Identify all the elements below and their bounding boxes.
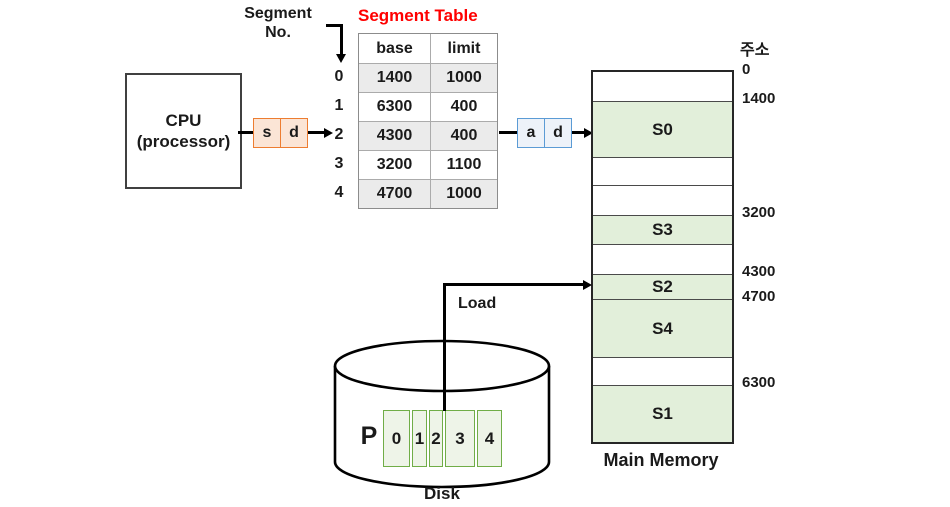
segment-table-row: 1400 1000 <box>359 63 497 92</box>
segment-table-header: base limit <box>359 34 497 63</box>
segment-table-row: 4700 1000 <box>359 179 497 208</box>
memory-free-region <box>593 157 732 185</box>
logical-address-register: s d <box>253 118 308 148</box>
cpu-label-line1: CPU <box>165 111 202 130</box>
disk-segment-cell: 2 <box>429 410 443 467</box>
memory-free-region <box>593 185 732 215</box>
physical-address-register: a d <box>517 118 572 148</box>
segment-table-row: 3200 1100 <box>359 150 497 179</box>
segment-no-line2: No. <box>265 24 291 41</box>
load-arrow-vertical <box>443 283 446 411</box>
segment-table: base limit 1400 1000 6300 400 4300 400 3200 110… <box>358 33 498 209</box>
memory-address-label: 4300 <box>742 263 776 280</box>
memory-segment-s4: S4 <box>593 299 732 357</box>
segment-table-base-cell: 3200 <box>359 151 431 179</box>
segment-table-row-index: 1 <box>334 96 344 114</box>
memory-segment-s3: S3 <box>593 215 732 244</box>
table-to-ad-line <box>499 131 517 134</box>
segment-table-row-index: 3 <box>334 154 344 172</box>
segment-table-limit-cell: 1000 <box>446 69 482 86</box>
segment-table-limit-cell: 400 <box>450 98 478 115</box>
segment-table-row-index: 4 <box>334 183 344 201</box>
memory-address-label: 1400 <box>742 90 776 107</box>
segment-no-arrowhead-icon <box>336 54 346 63</box>
segment-no-line1: Segment <box>244 5 312 22</box>
physical-address-d-cell: d <box>544 119 571 147</box>
memory-address-label: 6300 <box>742 374 776 391</box>
memory-segment-s1: S1 <box>593 385 732 442</box>
segment-table-title: Segment Table <box>358 6 478 25</box>
disk-caption: Disk <box>424 484 460 503</box>
segment-table-row-index: 0 <box>334 67 344 85</box>
process-label: P <box>360 422 378 450</box>
logical-address-s-cell: s <box>262 124 272 141</box>
load-arrow-horizontal <box>443 283 585 286</box>
memory-address-label: 4700 <box>742 288 776 305</box>
cpu-label-line2: (processor) <box>136 132 231 151</box>
memory-address-header: 주소 <box>740 42 770 59</box>
memory-segment-s2: S2 <box>593 274 732 299</box>
segment-table-header-limit: limit <box>447 39 481 57</box>
segment-table-body: 1400 1000 6300 400 4300 400 3200 1100 4700 1000 <box>359 63 497 208</box>
segment-table-row: 4300 400 <box>359 121 497 150</box>
memory-free-region <box>593 244 732 274</box>
load-arrowhead-icon <box>583 280 592 290</box>
cpu-to-sd-line <box>238 131 253 134</box>
logical-address-d-cell: d <box>280 119 307 147</box>
segment-table-limit-cell: 1000 <box>446 185 482 202</box>
segment-no-arrow-vertical <box>340 24 343 55</box>
disk-segment-cell: 4 <box>477 410 502 467</box>
physical-address-a-cell: a <box>526 124 536 141</box>
segment-no-label: Segment No. <box>236 4 320 42</box>
ad-to-memory-arrowhead-icon <box>584 128 593 138</box>
segment-table-base-cell: 6300 <box>359 93 431 121</box>
segment-table-row-index: 2 <box>334 125 344 143</box>
segment-table-base-cell: 1400 <box>359 64 431 92</box>
main-memory-caption: Main Memory <box>603 450 719 470</box>
disk-segment-cell: 3 <box>445 410 475 467</box>
segment-table-limit-cell: 400 <box>450 127 478 144</box>
segment-table-base-cell: 4700 <box>359 180 431 208</box>
cpu-box: CPU (processor) <box>125 73 242 189</box>
memory-address-label: 0 <box>742 61 751 78</box>
memory-address-label: 3200 <box>742 204 776 221</box>
ad-to-memory-line <box>572 131 586 134</box>
sd-to-table-arrowhead-icon <box>324 128 333 138</box>
segment-table-base-cell: 4300 <box>359 122 431 150</box>
disk-segment-cell: 1 <box>412 410 427 467</box>
segment-no-arrow-horizontal <box>326 24 342 27</box>
sd-to-table-line <box>308 131 325 134</box>
disk-segment-cell: 0 <box>383 410 410 467</box>
segment-table-limit-cell: 1100 <box>446 156 482 173</box>
memory-segment-s0: S0 <box>593 101 732 157</box>
segment-table-row: 6300 400 <box>359 92 497 121</box>
segment-table-header-base: base <box>359 34 431 63</box>
memory-free-region <box>593 357 732 385</box>
memory-free-region <box>593 72 732 101</box>
load-label: Load <box>458 295 497 312</box>
